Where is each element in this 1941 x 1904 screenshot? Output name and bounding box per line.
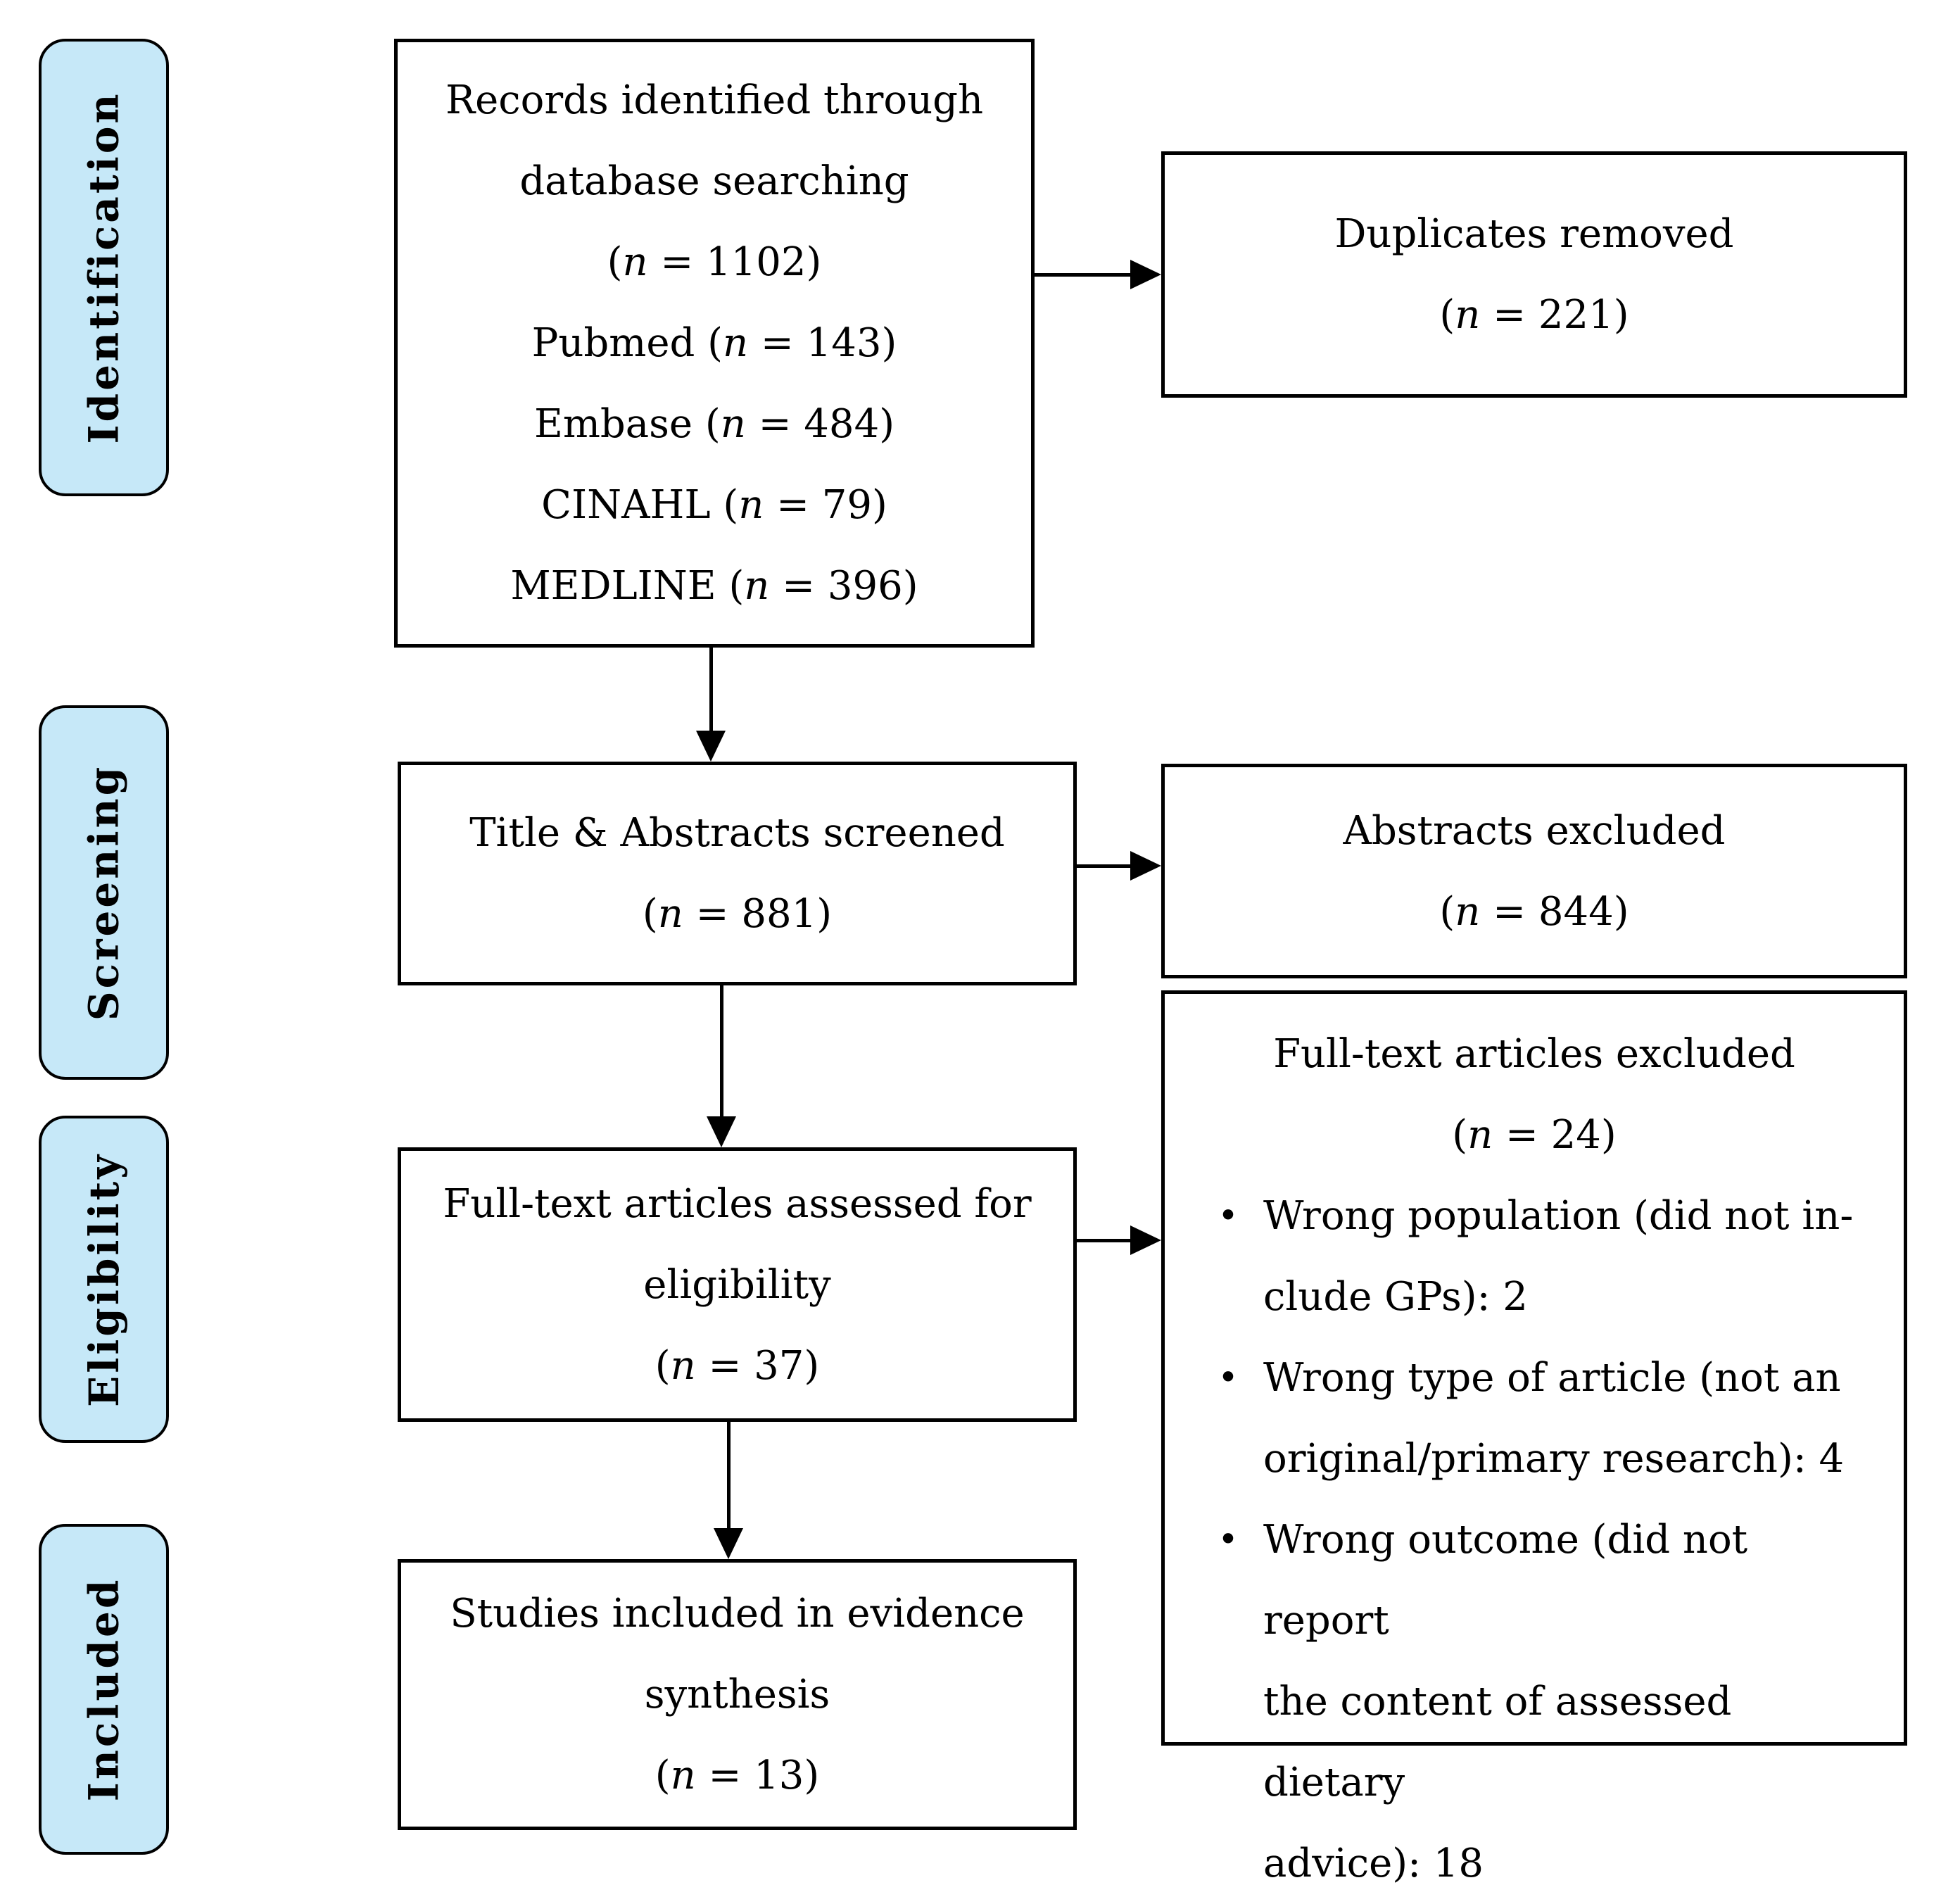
text-line: CINAHL (n = 79) <box>541 482 887 528</box>
text-line: Wrong population (did not in- <box>1263 1193 1854 1239</box>
text-line: advice): 18 <box>1263 1841 1484 1886</box>
arrow-records-to-screening-head-icon <box>696 731 726 762</box>
arrow-screening-to-abstracts-excluded-head-icon <box>1130 851 1161 881</box>
box-records-identified: Records identified through database searc… <box>394 39 1035 648</box>
bullet-icon: • <box>1218 1195 1239 1236</box>
arrow-eligibility-to-fulltext-excluded-head-icon <box>1130 1225 1161 1255</box>
stage-label-screening-text: Screening <box>80 764 128 1021</box>
text-line: Full-text articles assessed for <box>443 1180 1032 1227</box>
box-fulltext-excluded: Full-text articles excluded (n = 24) • Wro… <box>1161 990 1907 1886</box>
exclusion-reason-text: Wrong population (did not in-clude GPs):… <box>1263 1175 1876 1337</box>
text-line: (n = 844) <box>1439 888 1629 935</box>
stage-label-eligibility: Eligibility <box>39 1116 169 1443</box>
stage-label-identification-text: Identification <box>80 91 128 444</box>
stage-label-included: Included <box>39 1524 169 1855</box>
text-line: database searching <box>519 158 909 204</box>
text-line: Title & Abstracts screened <box>469 810 1005 856</box>
text-line: the content of assessed dietary <box>1263 1679 1732 1805</box>
text-line: Duplicates removed <box>1334 211 1734 257</box>
prisma-flow-diagram: Identification Screening Eligibility Inc… <box>39 39 1907 1886</box>
text-line: Full-text articles excluded <box>1273 1031 1795 1077</box>
arrow-screening-to-eligibility-head-icon <box>707 1116 736 1147</box>
exclusion-reason-item: • Wrong population (did not in-clude GPs)… <box>1193 1175 1876 1337</box>
stage-label-included-text: Included <box>80 1577 128 1802</box>
exclusion-reason-item: • Wrong outcome (did not report the conten… <box>1193 1499 1876 1904</box>
stage-label-identification: Identification <box>39 39 169 496</box>
arrow-records-to-duplicates-head-icon <box>1130 260 1161 289</box>
text-line: eligibility <box>643 1261 831 1308</box>
text-line: Records identified through <box>445 77 984 123</box>
text-line: (n = 24) <box>1452 1112 1617 1158</box>
text-line: Wrong type of article (not an <box>1263 1355 1841 1401</box>
text-line: Embase (n = 484) <box>533 401 895 447</box>
box-title-abstracts-screened: Title & Abstracts screened (n = 881) <box>398 762 1077 985</box>
stage-label-eligibility-text: Eligibility <box>80 1152 128 1407</box>
exclusion-reason-item: • Wrong type of article (not an original/p… <box>1193 1337 1876 1499</box>
arrow-records-to-screening-line <box>709 648 713 733</box>
text-line: Abstracts excluded <box>1343 807 1726 854</box>
text-line: Pubmed (n = 143) <box>531 320 897 366</box>
text-line: (n = 221) <box>1439 292 1629 338</box>
text-line: (n = 881) <box>642 891 833 937</box>
text-line: Studies included in evidence <box>450 1591 1025 1637</box>
box-studies-included: Studies included in evidence synthesis (n … <box>398 1559 1077 1830</box>
text-line: (n = 37) <box>655 1342 820 1389</box>
text-line: synthesis <box>644 1672 830 1717</box>
text-line: original/primary research): 4 <box>1263 1436 1845 1482</box>
text-line: MEDLINE (n = 396) <box>510 563 918 609</box>
box-abstracts-excluded: Abstracts excluded (n = 844) <box>1161 764 1907 978</box>
arrow-screening-to-eligibility-line <box>720 985 723 1116</box>
text-line: Wrong outcome (did not report <box>1263 1517 1748 1644</box>
fulltext-excluded-header: Full-text articles excluded (n = 24) <box>1193 1014 1876 1175</box>
arrow-screening-to-abstracts-excluded-line <box>1077 864 1133 868</box>
bullet-icon: • <box>1218 1519 1239 1560</box>
stage-label-screening: Screening <box>39 705 169 1080</box>
arrow-eligibility-to-fulltext-excluded-line <box>1077 1239 1133 1242</box>
arrow-eligibility-to-included-head-icon <box>714 1528 743 1559</box>
exclusion-reason-text: Wrong type of article (not an original/pr… <box>1263 1337 1876 1499</box>
arrow-records-to-duplicates-line <box>1035 273 1133 277</box>
box-fulltext-assessed: Full-text articles assessed for eligibili… <box>398 1147 1077 1422</box>
text-line: clude GPs): 2 <box>1263 1274 1528 1320</box>
bullet-icon: • <box>1218 1357 1239 1398</box>
text-line: (n = 1102) <box>607 239 822 285</box>
arrow-eligibility-to-included-line <box>727 1422 731 1528</box>
box-duplicates-removed: Duplicates removed (n = 221) <box>1161 151 1907 398</box>
exclusion-reason-text: Wrong outcome (did not report the content… <box>1263 1499 1876 1904</box>
fulltext-excluded-reasons: • Wrong population (did not in-clude GPs)… <box>1193 1175 1876 1904</box>
text-line: (n = 13) <box>655 1753 820 1798</box>
